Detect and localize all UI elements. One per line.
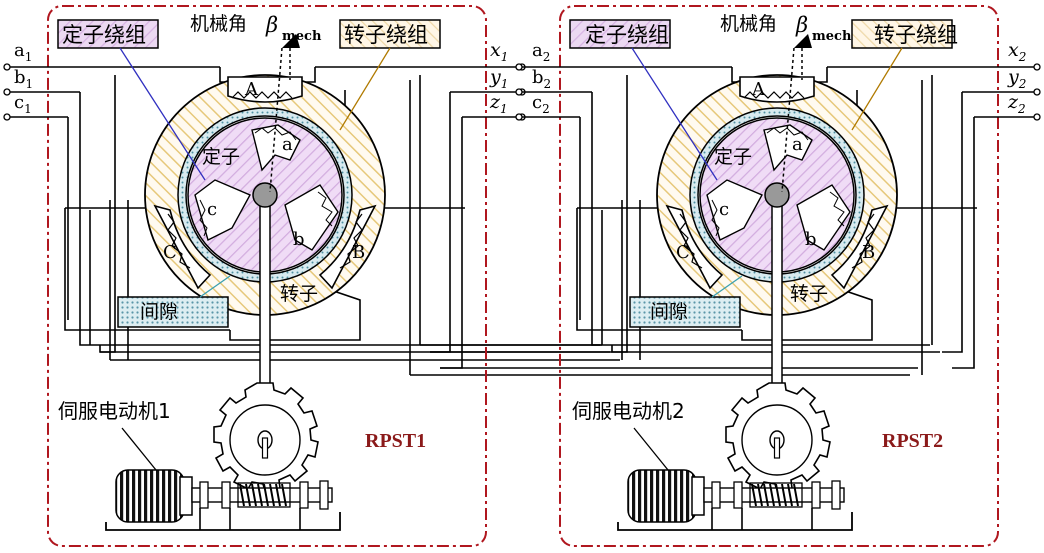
unit-name: RPST2 xyxy=(882,430,943,452)
term-y-label: y2 xyxy=(1007,66,1026,91)
rotor-b-label: b xyxy=(293,229,305,250)
servo-motor xyxy=(105,427,341,531)
term-x-label: x1 xyxy=(490,39,508,64)
term-z-label: z1 xyxy=(489,91,508,116)
pole-a-label: A xyxy=(751,79,766,100)
unit-rpst2-labels: 定子绕组 转子绕组 机械角 β mech A B C a b c 定子 转子 间… xyxy=(532,13,1026,452)
labels: 定子绕组 转子绕组 机械角 β mech A B C a b c 定子 转子 间… xyxy=(14,13,508,452)
shaft xyxy=(259,194,271,396)
beta-subscript: mech xyxy=(812,29,852,44)
gap-box xyxy=(629,296,741,328)
servo-label: 伺服电动机2 xyxy=(572,399,685,423)
stator-label: 定子 xyxy=(202,146,240,168)
rotor-winding-label: 转子绕组 xyxy=(344,23,428,47)
gap-label: 间隙 xyxy=(140,301,178,323)
pole-a-label: A xyxy=(244,79,259,100)
unit-rpst2 xyxy=(515,5,1041,547)
pole-b-label: B xyxy=(862,242,875,263)
rotor-winding-box xyxy=(851,19,953,49)
unit-body xyxy=(515,5,1041,547)
term-a-label: a2 xyxy=(532,40,550,64)
left-terminals xyxy=(3,63,220,121)
beta-symbol: β xyxy=(265,13,278,37)
term-a-label: a1 xyxy=(14,40,32,64)
unit-name: RPST1 xyxy=(365,430,426,452)
rotor-c-label: c xyxy=(207,199,217,220)
term-b-label: b1 xyxy=(14,67,33,91)
term-z-label: z2 xyxy=(1007,91,1026,116)
pole-b-label: B xyxy=(352,242,365,263)
gap-label: 间隙 xyxy=(650,301,688,323)
left-terminals xyxy=(515,63,732,121)
gap-box xyxy=(117,296,229,328)
shaft xyxy=(771,194,783,396)
beta-subscript: mech xyxy=(282,29,322,44)
rotor-winding-label: 转子绕组 xyxy=(874,23,958,47)
beta-symbol: β xyxy=(795,13,808,37)
unit-rpst1: 定子绕组 转子绕组 机械角 β mech A B C a b c 定子 转子 间… xyxy=(3,5,526,547)
stator-winding-box xyxy=(57,19,159,49)
shaft-hub xyxy=(252,182,278,208)
pole-c-label: C xyxy=(676,242,690,263)
term-x-label: x2 xyxy=(1008,39,1026,64)
right-terminals xyxy=(827,63,1041,121)
term-y-label: y1 xyxy=(489,66,508,91)
gear xyxy=(213,382,319,492)
term-b-label: b2 xyxy=(532,67,551,91)
gear xyxy=(725,382,831,492)
rotor-c-label: c xyxy=(719,199,729,220)
stator-label: 定子 xyxy=(714,146,752,168)
stator-winding-label: 定子绕组 xyxy=(585,23,669,47)
term-c-label: c1 xyxy=(14,92,32,116)
rotor-a-label: a xyxy=(282,134,293,155)
pole-c-label: C xyxy=(163,242,177,263)
rotor-b-label: b xyxy=(805,229,817,250)
mech-angle-label: 机械角 xyxy=(720,13,777,35)
shaft-hub xyxy=(764,182,790,208)
interconnect-wires xyxy=(90,344,940,376)
stator-winding-label: 定子绕组 xyxy=(62,23,146,47)
rotor-a-label: a xyxy=(792,134,803,155)
unit-body xyxy=(3,5,526,547)
servo-motor xyxy=(617,427,853,531)
rotor-label: 转子 xyxy=(790,283,828,305)
term-c-label: c2 xyxy=(532,92,550,116)
servo-label: 伺服电动机1 xyxy=(58,399,171,423)
rotor-label: 转子 xyxy=(280,283,318,305)
stator-winding-box xyxy=(569,19,671,49)
mech-angle-label: 机械角 xyxy=(190,13,247,35)
